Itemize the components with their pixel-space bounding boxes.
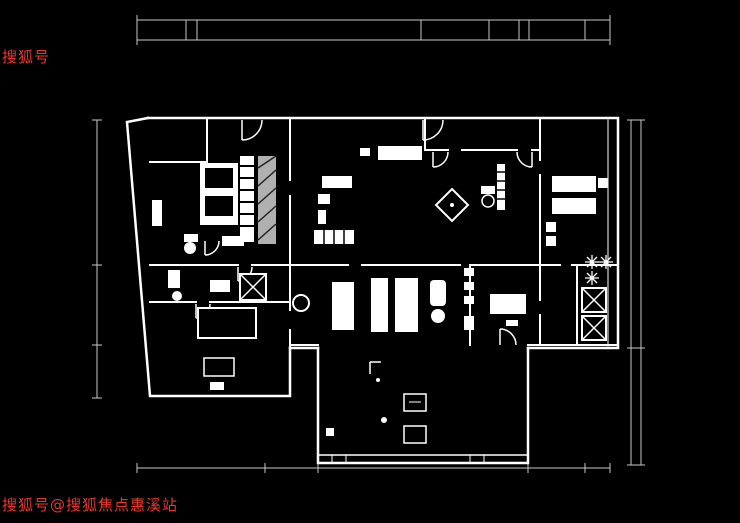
door-arc-icon	[422, 119, 444, 141]
door-arc-icon	[516, 151, 533, 168]
door-arcs	[195, 119, 533, 346]
door-arc-icon	[204, 240, 220, 256]
hatch-strip	[258, 156, 276, 244]
watermark-top-left: 搜狐号	[2, 48, 51, 66]
watermark-bottom-left: 搜狐号@搜狐焦点惠溪站	[2, 496, 179, 514]
dimension-lines	[92, 15, 645, 473]
bed	[552, 198, 596, 214]
shelf	[497, 164, 505, 210]
plant-marks	[585, 255, 613, 285]
door-arc-icon	[499, 328, 517, 346]
left-dimension-line	[92, 119, 102, 399]
bottom-dimension-line	[136, 463, 611, 473]
round-table	[481, 194, 495, 208]
sideboard	[378, 146, 422, 160]
column-circle	[292, 294, 310, 312]
furniture-middle-band	[197, 268, 526, 390]
interior-walls	[149, 117, 619, 397]
table	[197, 307, 257, 339]
furniture-upper-left-bedroom	[152, 155, 277, 301]
right-dimension-line	[627, 119, 645, 466]
stair-symbols	[581, 255, 613, 341]
door-arc-icon	[241, 119, 263, 141]
sink-icon	[431, 309, 445, 323]
bed	[490, 294, 526, 314]
patio-feature	[403, 425, 427, 444]
hall-cabinet	[395, 278, 418, 332]
bed	[552, 176, 596, 192]
toilet-icon	[184, 242, 196, 254]
furniture-living-room	[314, 146, 422, 244]
toilet-icon	[430, 280, 446, 306]
door-arc-icon	[432, 151, 449, 168]
furniture-right-bedroom	[546, 176, 608, 246]
closet-strip	[240, 156, 254, 242]
hall-cabinet	[371, 278, 388, 332]
furniture-dining-area	[434, 164, 505, 223]
patio-feature	[403, 393, 427, 412]
hall-cabinet	[332, 282, 354, 330]
top-dimension-band	[137, 19, 610, 41]
lower-wing-patio	[318, 361, 528, 463]
